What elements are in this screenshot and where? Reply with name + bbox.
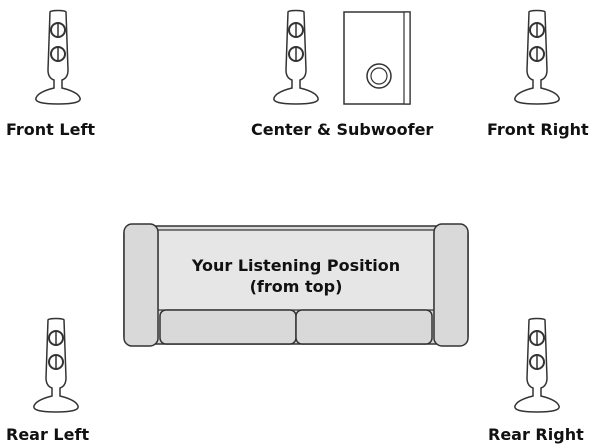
front-right-speaker-icon: [513, 9, 561, 105]
center-speaker-icon: [272, 9, 320, 105]
center-subwoofer-label: Center & Subwoofer: [251, 120, 434, 139]
rear-right-label: Rear Right: [488, 425, 584, 444]
rear-right-speaker-icon: [513, 317, 561, 413]
sofa-icon: [123, 223, 469, 347]
listening-position-label: Your Listening Position (from top): [158, 255, 434, 297]
listening-position-line2: (from top): [249, 277, 343, 296]
listening-position-line1: Your Listening Position: [191, 256, 401, 275]
front-left-speaker-icon: [34, 9, 82, 105]
rear-left-speaker-icon: [32, 317, 80, 413]
front-right-label: Front Right: [487, 120, 589, 139]
rear-left-label: Rear Left: [6, 425, 90, 444]
subwoofer-icon: [343, 11, 411, 105]
front-left-label: Front Left: [6, 120, 96, 139]
